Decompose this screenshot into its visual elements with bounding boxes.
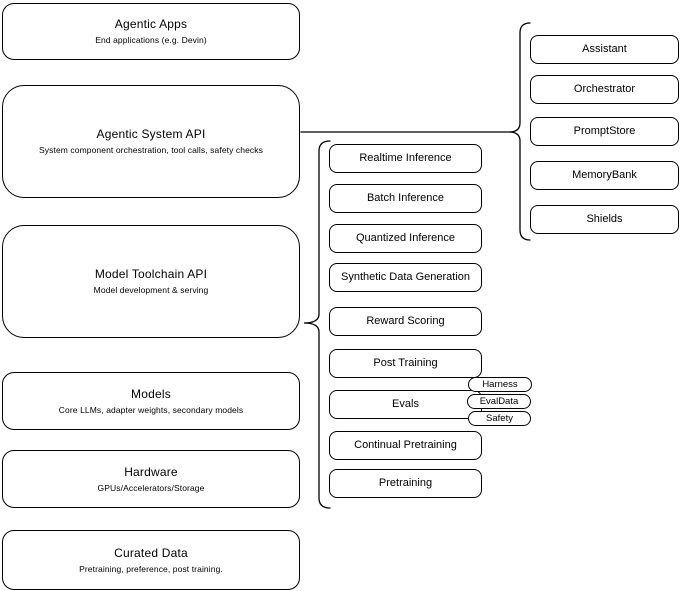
node-agentic-apps: Agentic Apps End applications (e.g. Devi… (2, 3, 300, 60)
node-label: Reward Scoring (366, 315, 445, 327)
node-label: Quantized Inference (355, 232, 456, 244)
node-label: Post Training (373, 357, 438, 369)
node-assistant: Assistant (530, 35, 679, 64)
node-evals: Evals (329, 390, 482, 419)
node-batch-inference: Batch Inference (329, 184, 482, 213)
node-title: Curated Data (114, 545, 188, 560)
node-label: Evals (392, 398, 419, 410)
node-title: Model Toolchain API (94, 267, 208, 282)
node-hardware: Hardware GPUs/Accelerators/Storage (2, 450, 300, 508)
node-post-training: Post Training (329, 349, 482, 378)
node-title: Hardware (124, 464, 178, 479)
node-synthetic-data-generation: Synthetic Data Generation (329, 263, 482, 292)
system-components-brace (508, 22, 531, 241)
badge-label: EvalData (479, 395, 519, 407)
node-curated-data: Curated Data Pretraining, preference, po… (2, 530, 300, 590)
node-subtitle: GPUs/Accelerators/Storage (97, 482, 205, 493)
badge-safety: Safety (468, 411, 531, 426)
node-title: Agentic System API (96, 127, 206, 142)
badge-evaldata: EvalData (467, 394, 531, 409)
node-quantized-inference: Quantized Inference (329, 224, 482, 253)
node-label: Synthetic Data Generation (340, 271, 471, 283)
node-model-toolchain-api: Model Toolchain API Model development & … (2, 225, 300, 338)
node-subtitle: Core LLMs, adapter weights, secondary mo… (58, 404, 244, 415)
toolchain-brace (303, 140, 331, 509)
node-subtitle: End applications (e.g. Devin) (95, 35, 207, 46)
node-label: Pretraining (378, 477, 433, 489)
node-shields: Shields (530, 205, 679, 234)
node-label: Assistant (582, 43, 627, 55)
node-label: Shields (586, 213, 623, 225)
node-label: Batch Inference (366, 192, 445, 204)
node-continual-pretraining: Continual Pretraining (329, 431, 482, 460)
node-memorybank: MemoryBank (530, 161, 679, 190)
node-label: MemoryBank (572, 169, 637, 181)
node-promptstore: PromptStore (530, 117, 679, 146)
node-models: Models Core LLMs, adapter weights, secon… (2, 372, 300, 430)
node-agentic-system-api: Agentic System API System component orch… (2, 85, 300, 198)
node-title: Agentic Apps (114, 17, 188, 32)
node-subtitle: Pretraining, preference, post training. (79, 563, 223, 574)
node-subtitle: Model development & serving (93, 285, 209, 296)
node-label: PromptStore (573, 125, 636, 137)
badge-label: Harness (482, 378, 518, 390)
badge-harness: Harness (468, 377, 532, 392)
node-label: Realtime Inference (359, 152, 452, 164)
node-orchestrator: Orchestrator (530, 75, 679, 104)
node-reward-scoring: Reward Scoring (329, 307, 482, 336)
node-label: Continual Pretraining (354, 439, 457, 451)
node-title: Models (131, 386, 171, 401)
node-realtime-inference: Realtime Inference (329, 144, 482, 173)
node-label: Orchestrator (573, 83, 636, 95)
node-subtitle: System component orchestration, tool cal… (39, 145, 263, 156)
badge-label: Safety (486, 412, 513, 424)
node-pretraining: Pretraining (329, 469, 482, 498)
